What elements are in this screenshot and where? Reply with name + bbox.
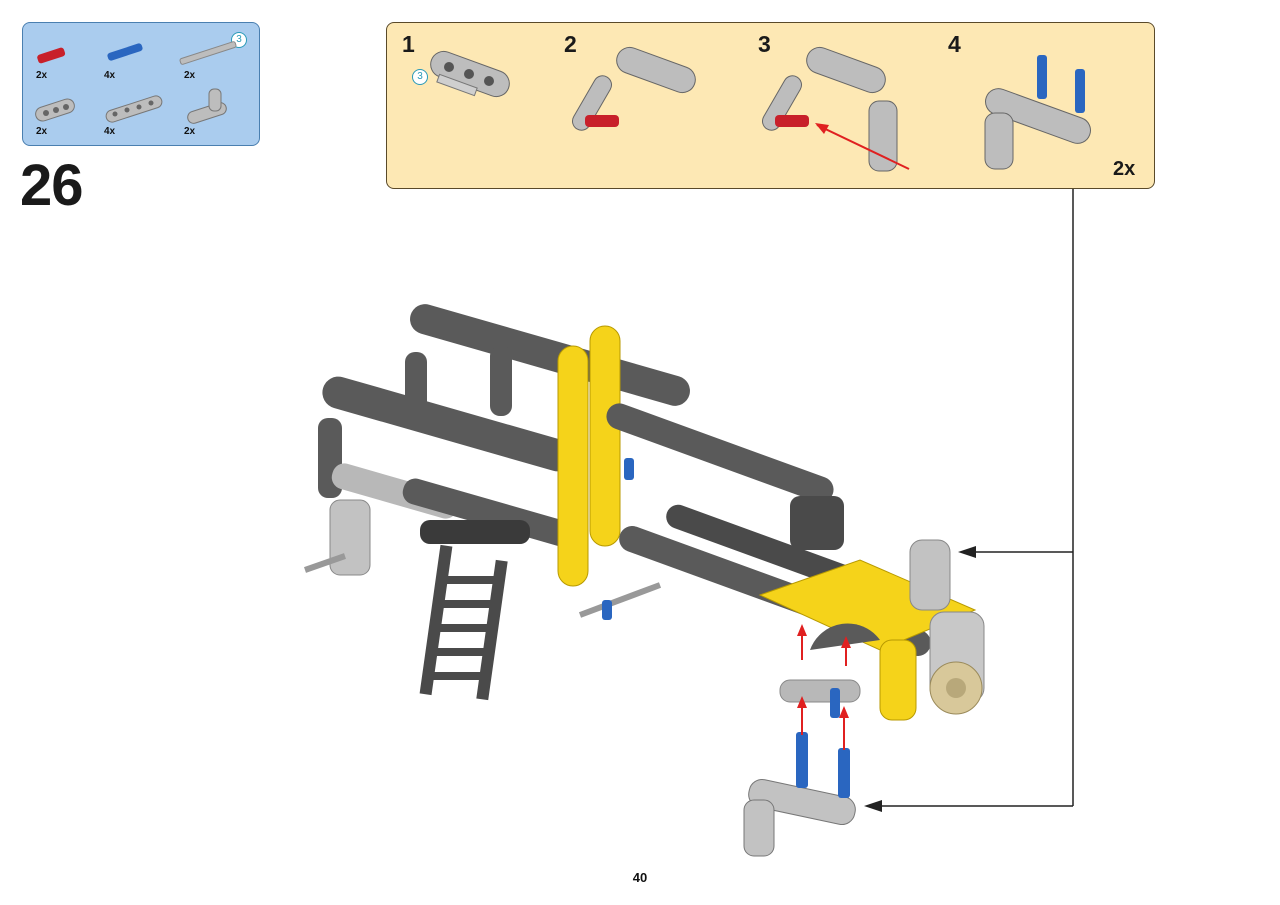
qty-label: 2x [36,70,48,81]
step1-beam-icon [430,50,510,98]
red-arrows [797,624,851,750]
sub-assembly-box: 1 2 3 4 3 2x [386,22,1155,189]
sub-assembly-illustrations [430,46,1091,172]
qty-label: 2x [36,126,48,137]
thick-beam-icon [35,98,75,122]
qty-label: 2x [184,70,196,81]
sub-step-number: 2 [564,31,577,57]
qty-label: 2x [184,126,196,137]
step4-assembly-icon [984,55,1091,170]
axle-icon [179,41,237,65]
ladder [419,520,530,701]
qty-label: 4x [104,126,116,137]
yellow-uprights [557,325,621,587]
connector-lines [864,189,1074,812]
blue-pin-icon [107,43,143,61]
angle-connector-icon [187,88,227,124]
sub-callout-badge: 3 [412,69,428,85]
page-number: 40 [632,870,648,885]
qty-label: 4x [104,70,116,81]
parts-list-illustrations [35,41,237,124]
thin-beam-icon [105,95,163,123]
sub-assembly-multiplier: 2x [1113,158,1136,180]
red-pin-icon [37,47,66,64]
sub-step-number: 3 [758,31,771,57]
yellow-front-frame [758,539,985,721]
sub-step-number: 1 [402,31,415,57]
sub-step-number: 4 [948,31,961,57]
front-bracket [743,679,861,857]
parts-list-box: 3 2x 4x 2x 2x 4x 2x [22,22,260,146]
step3-frame-icon [762,46,910,172]
step-number: 26 [20,153,84,218]
step2-frame-icon [572,46,696,131]
